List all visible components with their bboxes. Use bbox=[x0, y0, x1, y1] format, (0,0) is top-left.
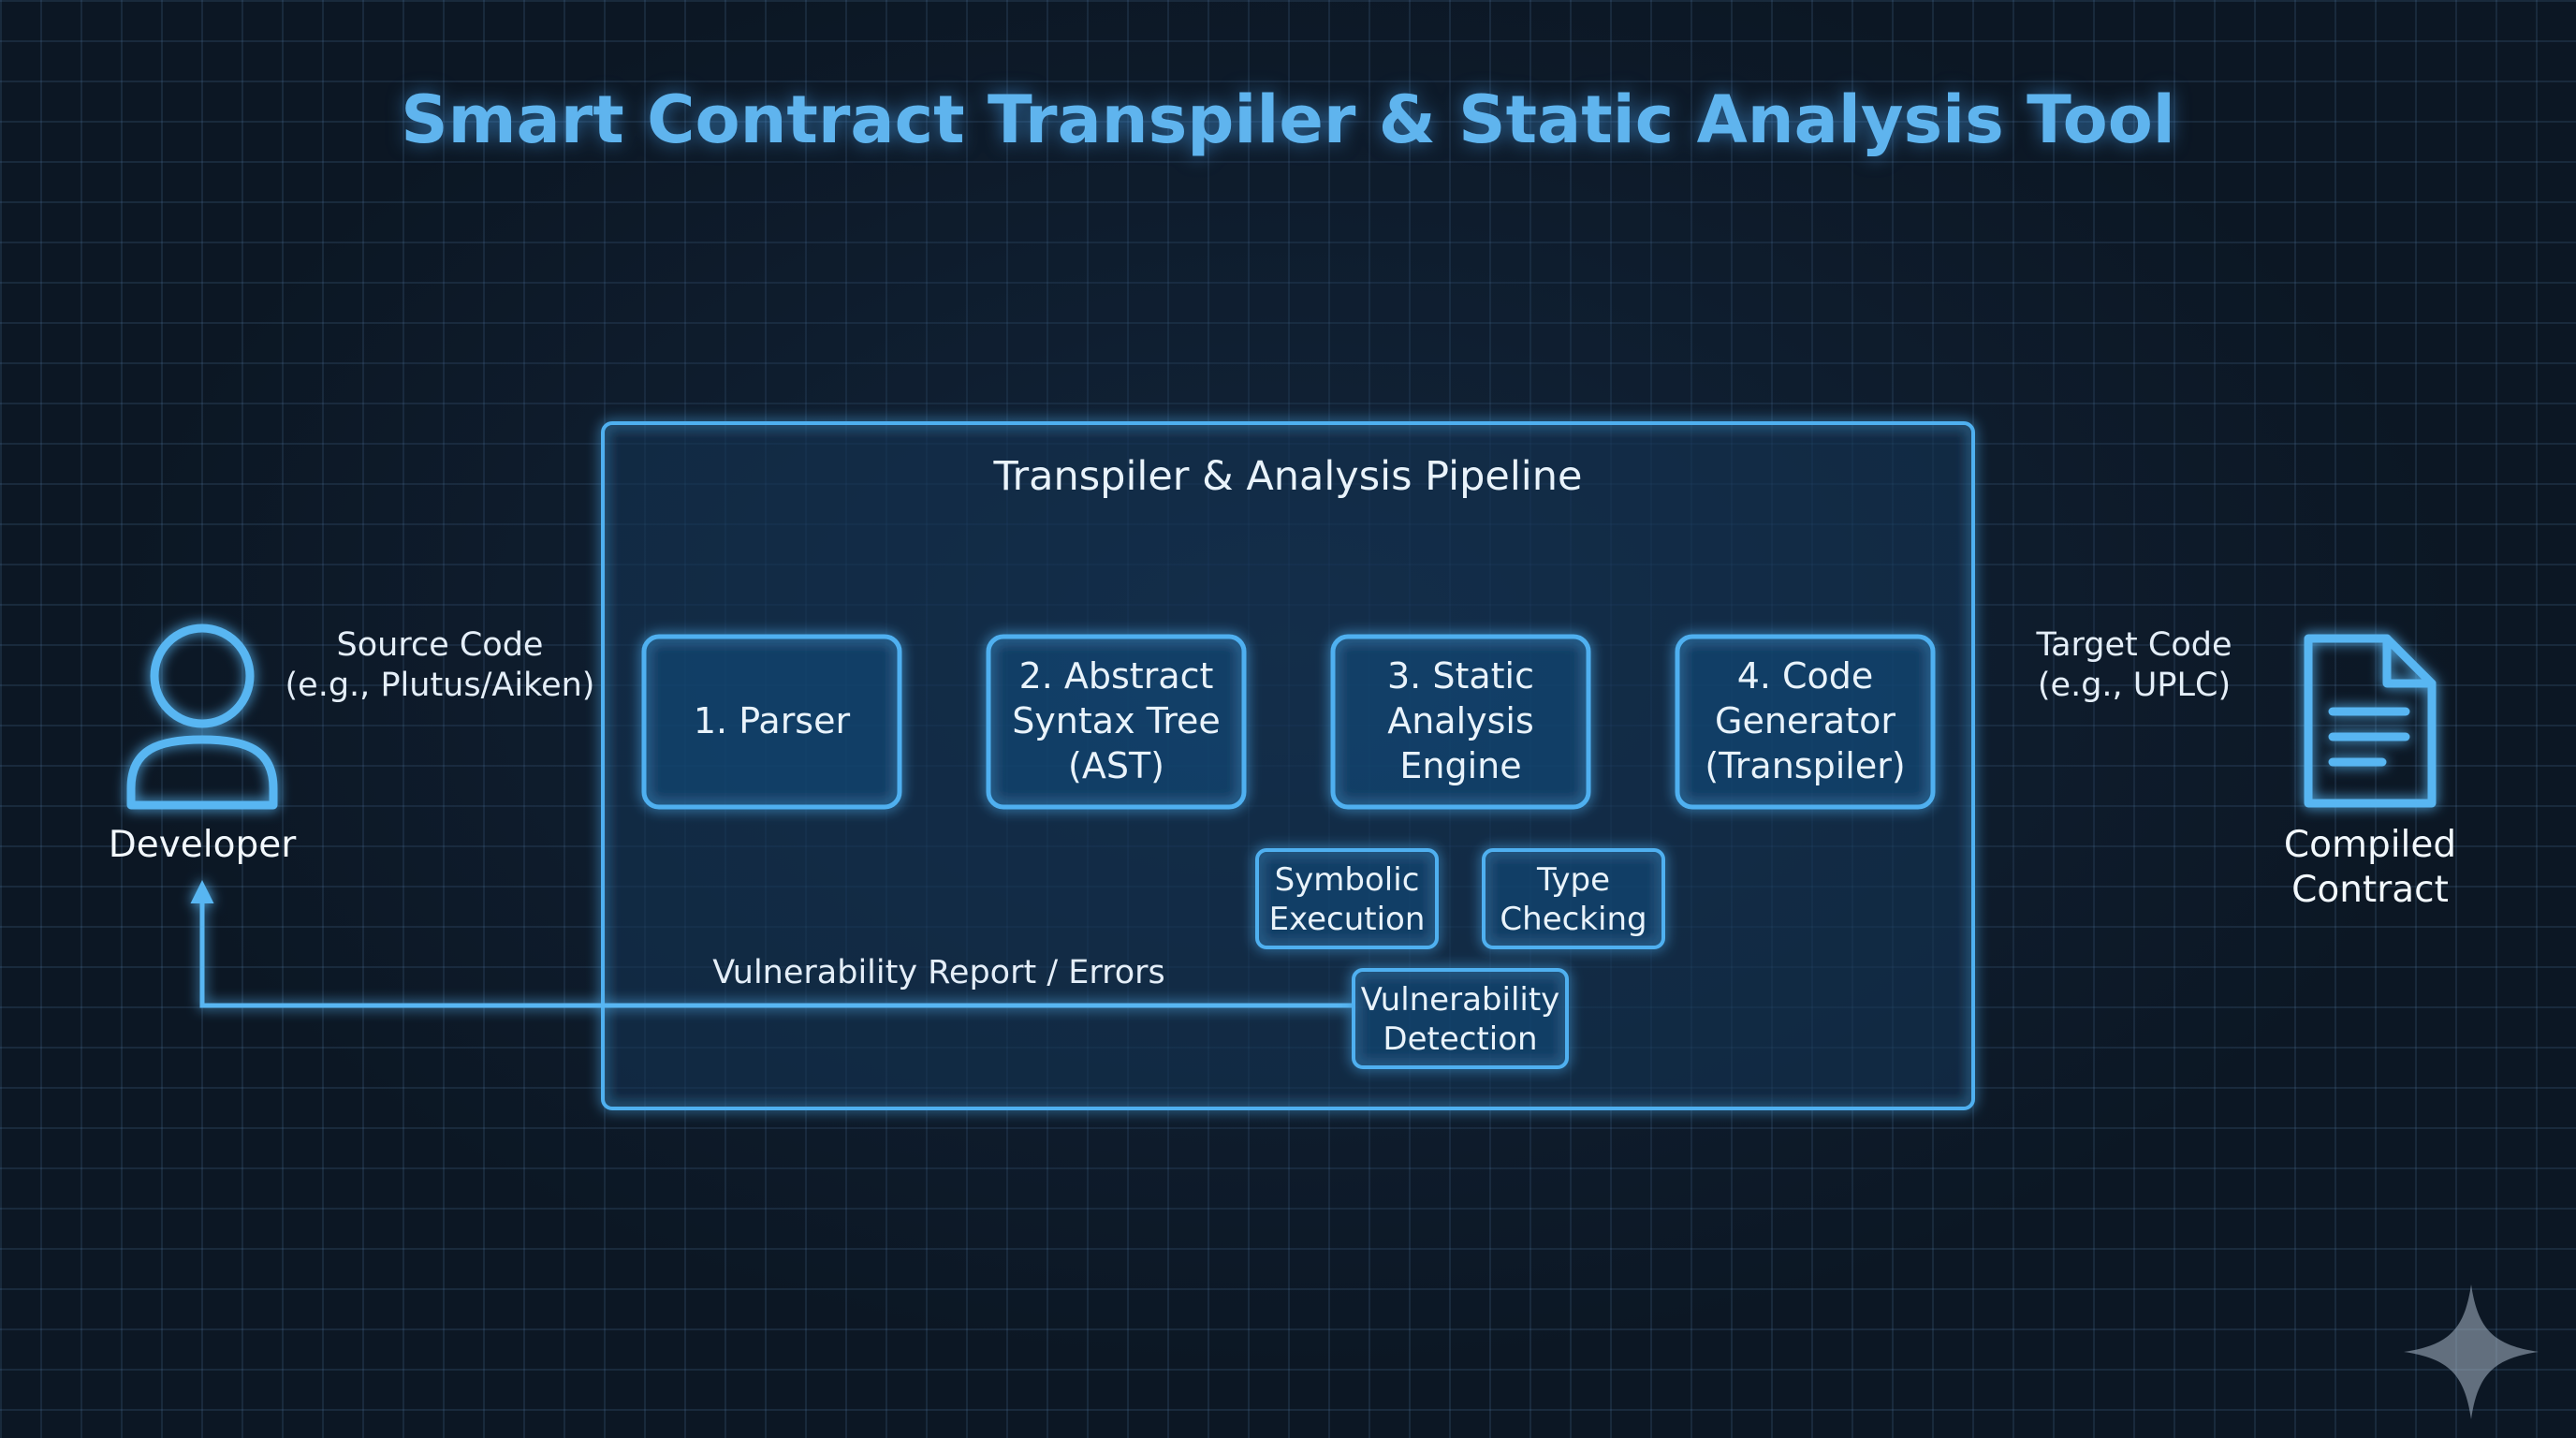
submodule-symbolic-line-2: Execution bbox=[1269, 901, 1426, 938]
submodule-vuln-line-1: Vulnerability bbox=[1361, 981, 1560, 1019]
submodule-symbolic-box bbox=[1255, 848, 1439, 949]
stage-static-analysis-line-3: Engine bbox=[1399, 745, 1521, 786]
stage-code-generator-box bbox=[1675, 634, 1936, 810]
stage-ast-box bbox=[986, 634, 1247, 810]
document-icon bbox=[2304, 634, 2437, 808]
submodule-symbolic-line-1: Symbolic bbox=[1275, 861, 1420, 899]
stage-parser: 1. Parser bbox=[641, 634, 902, 810]
submodule-vulnerability-detection: Vulnerability Detection bbox=[1352, 968, 1569, 1069]
stage-ast-line-1: 2. Abstract bbox=[1019, 655, 1214, 697]
sparkle-icon bbox=[2404, 1284, 2539, 1419]
compiled-contract-line-2: Contract bbox=[2291, 869, 2449, 911]
submodule-vuln-box bbox=[1352, 968, 1569, 1069]
stage-static-analysis-line-1: 3. Static bbox=[1387, 655, 1534, 697]
compiled-contract-line-1: Compiled bbox=[2284, 824, 2456, 866]
submodule-type-checking: Type Checking bbox=[1482, 848, 1665, 949]
connectors bbox=[190, 708, 2289, 1008]
source-code-label-1: Source Code bbox=[337, 626, 544, 664]
stage-code-generator-line-2: Generator bbox=[1715, 700, 1895, 741]
stage-ast-line-2: Syntax Tree bbox=[1012, 700, 1221, 741]
developer-actor: Developer bbox=[109, 624, 298, 866]
stage-static-analysis: 3. Static Analysis Engine bbox=[1330, 634, 1591, 810]
target-code-label-2: (e.g., UPLC) bbox=[2038, 667, 2231, 704]
page-title: Smart Contract Transpiler & Static Analy… bbox=[401, 81, 2175, 158]
stage-ast-line-3: (AST) bbox=[1068, 745, 1164, 786]
source-code-label-2: (e.g., Plutus/Aiken) bbox=[285, 667, 595, 704]
submodule-type-box bbox=[1482, 848, 1665, 949]
stage-code-generator-line-1: 4. Code bbox=[1737, 655, 1874, 697]
vulnerability-report-arrow bbox=[190, 880, 1354, 1008]
vulnerability-report-label: Vulnerability Report / Errors bbox=[712, 954, 1165, 991]
submodule-type-line-1: Type bbox=[1536, 861, 1610, 899]
person-icon bbox=[126, 624, 278, 810]
stage-code-generator: 4. Code Generator (Transpiler) bbox=[1675, 634, 1936, 810]
stage-parser-box bbox=[641, 634, 902, 810]
stage-static-analysis-box bbox=[1330, 634, 1591, 810]
developer-label: Developer bbox=[109, 824, 298, 866]
stage-ast: 2. Abstract Syntax Tree (AST) bbox=[986, 634, 1247, 810]
submodule-vuln-line-2: Detection bbox=[1383, 1020, 1537, 1058]
stage-code-generator-line-3: (Transpiler) bbox=[1705, 745, 1905, 786]
stage-parser-label: 1. Parser bbox=[694, 700, 851, 741]
pipeline-label: Transpiler & Analysis Pipeline bbox=[993, 453, 1583, 500]
submodule-symbolic-execution: Symbolic Execution bbox=[1255, 848, 1439, 949]
target-code-label-1: Target Code bbox=[2035, 626, 2232, 664]
submodule-type-line-2: Checking bbox=[1500, 901, 1647, 938]
compiled-contract: Compiled Contract bbox=[2284, 634, 2456, 911]
stage-static-analysis-line-2: Analysis bbox=[1387, 700, 1534, 741]
